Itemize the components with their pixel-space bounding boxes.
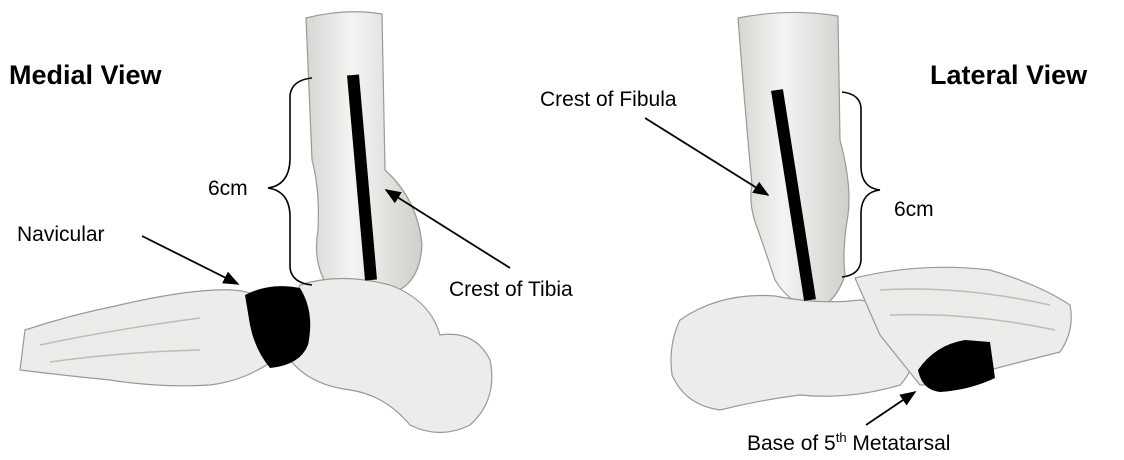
heel-bones — [289, 279, 492, 433]
metatarsal-label-sup: th — [836, 430, 847, 445]
metatarsal-label-post: Metatarsal — [847, 432, 951, 455]
base-of-5th-metatarsal-label: Base of 5th Metatarsal — [747, 433, 950, 454]
navicular-label: Navicular — [17, 224, 105, 245]
lateral-view-title: Lateral View — [930, 62, 1087, 89]
medial-view-title: Medial View — [9, 62, 162, 89]
medial-brace — [268, 78, 312, 285]
navicular-arrow — [142, 236, 238, 284]
medial-brace-label: 6cm — [208, 178, 248, 199]
lateral-brace-label: 6cm — [894, 199, 934, 220]
crest-of-fibula-label: Crest of Fibula — [540, 89, 677, 110]
crest-of-tibia-label: Crest of Tibia — [449, 279, 573, 300]
metatarsal-label-pre: Base of 5 — [747, 432, 836, 455]
forefoot-bones — [20, 290, 280, 386]
metatarsal-arrow — [866, 392, 915, 425]
